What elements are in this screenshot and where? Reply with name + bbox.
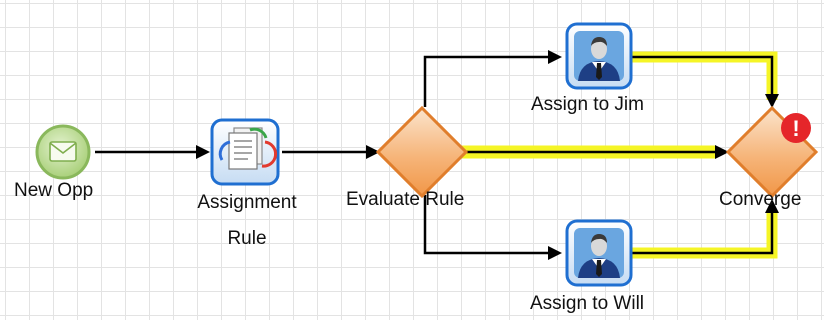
assignment-rule-label-line2: Rule xyxy=(227,228,267,249)
start-event[interactable] xyxy=(35,124,91,180)
arrow-evaluate-to-jim[interactable] xyxy=(423,55,548,107)
error-icon[interactable]: ! xyxy=(781,113,811,143)
arrowhead xyxy=(765,94,779,108)
assignment-rule-label-line1: Assignment xyxy=(197,192,297,213)
arrowhead xyxy=(366,145,380,159)
arrow-will-to-converge[interactable] xyxy=(632,213,774,255)
flow-arrows xyxy=(95,50,779,260)
arrow-jim-to-converge[interactable] xyxy=(632,55,774,94)
evaluate-rule-label: Evaluate Rule xyxy=(346,189,465,210)
assign-to-jim-task[interactable] xyxy=(565,22,633,90)
assign-to-will-task[interactable] xyxy=(565,219,633,287)
arrowhead xyxy=(196,145,210,159)
user-icon xyxy=(574,228,624,278)
highlight-jim-to-converge xyxy=(632,51,778,100)
arrowhead xyxy=(548,50,562,64)
arrowhead xyxy=(548,246,562,260)
user-icon xyxy=(574,31,624,81)
arrowhead xyxy=(765,199,779,213)
evaluate-rule-gateway[interactable] xyxy=(375,105,469,199)
arrow-evaluate-to-will[interactable] xyxy=(423,195,548,255)
business-rule-icon xyxy=(218,127,278,170)
start-event-label: New Opp xyxy=(14,180,94,201)
assignment-rule-task[interactable] xyxy=(210,118,280,186)
highlight-will-to-converge xyxy=(632,210,778,259)
arrowhead xyxy=(715,145,729,159)
assign-to-will-label: Assign to Will xyxy=(530,293,645,314)
envelope-icon xyxy=(49,141,77,162)
converge-label: Converge xyxy=(719,189,802,210)
assign-to-jim-label: Assign to Jim xyxy=(531,94,644,115)
error-badge-text: ! xyxy=(792,116,799,141)
